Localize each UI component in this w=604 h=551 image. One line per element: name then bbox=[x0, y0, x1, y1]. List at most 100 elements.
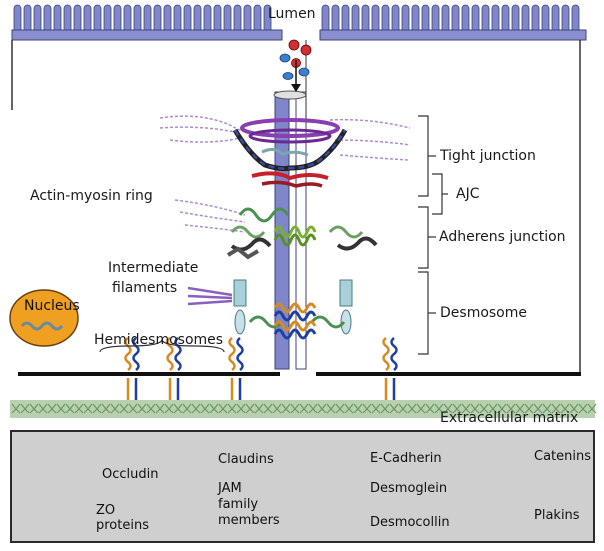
ecm-fiber bbox=[569, 403, 579, 414]
ecm-fiber bbox=[380, 403, 390, 414]
ecm-fiber bbox=[533, 403, 543, 414]
hemidesmosome-desmocollin bbox=[382, 337, 390, 400]
ecm-fiber bbox=[290, 403, 300, 414]
ecm-fiber bbox=[92, 403, 102, 414]
ecm-fiber bbox=[65, 403, 75, 414]
desmosome-label: Desmosome bbox=[440, 305, 528, 321]
ecm-fiber bbox=[434, 403, 444, 414]
ecm-fiber bbox=[308, 403, 318, 414]
legend-occludin: Occludin bbox=[102, 467, 159, 482]
ecm-fiber bbox=[443, 403, 453, 414]
ecm-fiber bbox=[56, 403, 66, 414]
ecm-fiber bbox=[182, 403, 192, 414]
ecm-fiber bbox=[20, 403, 30, 414]
ecm-fiber bbox=[209, 403, 219, 414]
left-cell-microvilli bbox=[12, 38, 285, 75]
ecm-fiber bbox=[515, 403, 525, 414]
ecm-fiber bbox=[416, 403, 426, 414]
dna-helix-icon bbox=[20, 321, 64, 331]
desmosome-bracket bbox=[418, 271, 429, 355]
adherens-bracket bbox=[418, 206, 429, 269]
legend-jam-line3: members bbox=[218, 513, 280, 528]
lumen-arrowhead bbox=[291, 84, 301, 92]
ecm-fiber bbox=[578, 403, 588, 414]
hemidesmosome-desmoglein bbox=[390, 337, 398, 400]
tight-junction-label: Tight junction bbox=[440, 148, 536, 164]
legend-zo-line2: proteins bbox=[96, 518, 149, 533]
lateral-cap bbox=[273, 90, 307, 100]
ecm-fiber bbox=[452, 403, 462, 414]
ecm-fiber bbox=[236, 403, 246, 414]
ecm-fiber bbox=[272, 403, 282, 414]
left-basal-membrane bbox=[18, 372, 280, 376]
adherens-junction-label: Adherens junction bbox=[439, 229, 566, 245]
left-microvilli bbox=[13, 4, 272, 36]
legend-catenins: Catenins bbox=[534, 449, 592, 464]
desmosome-complex bbox=[187, 279, 353, 340]
ecm-fiber bbox=[479, 403, 489, 414]
ecm-fiber bbox=[524, 403, 534, 414]
ecm-fiber bbox=[47, 403, 57, 414]
ecm-fiber bbox=[263, 403, 273, 414]
ecm-fiber bbox=[299, 403, 309, 414]
ecm-fiber bbox=[137, 403, 147, 414]
ecm-fiber bbox=[119, 403, 129, 414]
hemidesmosome-desmoglein bbox=[236, 337, 244, 400]
hemidesmosome-bracket bbox=[99, 338, 225, 353]
ecm-fiber bbox=[398, 403, 408, 414]
ecm-fiber bbox=[83, 403, 93, 414]
ecm-fiber bbox=[497, 403, 507, 414]
lumen-label: Lumen bbox=[268, 6, 316, 22]
ecm-fiber bbox=[551, 403, 561, 414]
ecm-fiber bbox=[506, 403, 516, 414]
ecm-fiber bbox=[389, 403, 399, 414]
intermediate-filaments-label-line2: filaments bbox=[112, 280, 178, 296]
legend-jam-line2: family bbox=[218, 497, 259, 512]
tight-junction-complex bbox=[159, 115, 411, 188]
legend-jam-line1: JAM bbox=[218, 481, 242, 496]
ecm-fiber bbox=[29, 403, 39, 414]
ecm-fiber bbox=[587, 403, 597, 414]
ecm-fiber bbox=[191, 403, 201, 414]
brackets bbox=[99, 115, 448, 355]
right-basal-membrane bbox=[316, 372, 581, 376]
ecm-fiber bbox=[344, 403, 354, 414]
ecm-fiber bbox=[281, 403, 291, 414]
hemidesmosome-desmoglein bbox=[174, 337, 182, 400]
legend-claudins: Claudins bbox=[218, 452, 274, 467]
ecm-fiber bbox=[353, 403, 363, 414]
legend-desmoglein: Desmoglein bbox=[370, 481, 448, 496]
extracellular-matrix-label: Extracellular matrix bbox=[440, 410, 579, 426]
actin-myosin-ring-label: Actin-myosin ring bbox=[30, 188, 153, 204]
hemidesmosome-desmocollin bbox=[228, 337, 236, 400]
legend-plakins: Plakins bbox=[534, 508, 580, 523]
ecm-fiber bbox=[173, 403, 183, 414]
ecm-fiber bbox=[155, 403, 165, 414]
left-apical-membrane bbox=[11, 29, 283, 41]
nucleus-label: Nucleus bbox=[24, 298, 80, 314]
right-apical-membrane bbox=[319, 29, 587, 41]
hemidesmosome-desmoglein bbox=[132, 337, 140, 400]
ecm-fiber bbox=[470, 403, 480, 414]
legend-desmocollin: Desmocollin bbox=[370, 515, 450, 530]
ecm-fiber bbox=[227, 403, 237, 414]
ecm-fibers bbox=[11, 403, 597, 414]
ecm-fiber bbox=[326, 403, 336, 414]
ecm-fiber bbox=[425, 403, 435, 414]
hemidesmosomes-label: Hemidesmosomes bbox=[94, 332, 224, 348]
ecm-fiber bbox=[74, 403, 84, 414]
ecm-fiber bbox=[488, 403, 498, 414]
ecm-fiber bbox=[11, 403, 21, 414]
ecm-fiber bbox=[317, 403, 327, 414]
nucleus-shape bbox=[9, 289, 79, 347]
ecm-fiber bbox=[335, 403, 345, 414]
ecm-fiber bbox=[371, 403, 381, 414]
ecm-fiber bbox=[254, 403, 264, 414]
ecm-fiber bbox=[101, 403, 111, 414]
ecm-fiber bbox=[38, 403, 48, 414]
ecm-fiber bbox=[461, 403, 471, 414]
legend-panel bbox=[10, 430, 595, 543]
tight-junction-bracket bbox=[418, 115, 429, 197]
ajc-label: AJC bbox=[456, 186, 480, 202]
hemidesmosome-group bbox=[124, 337, 398, 400]
